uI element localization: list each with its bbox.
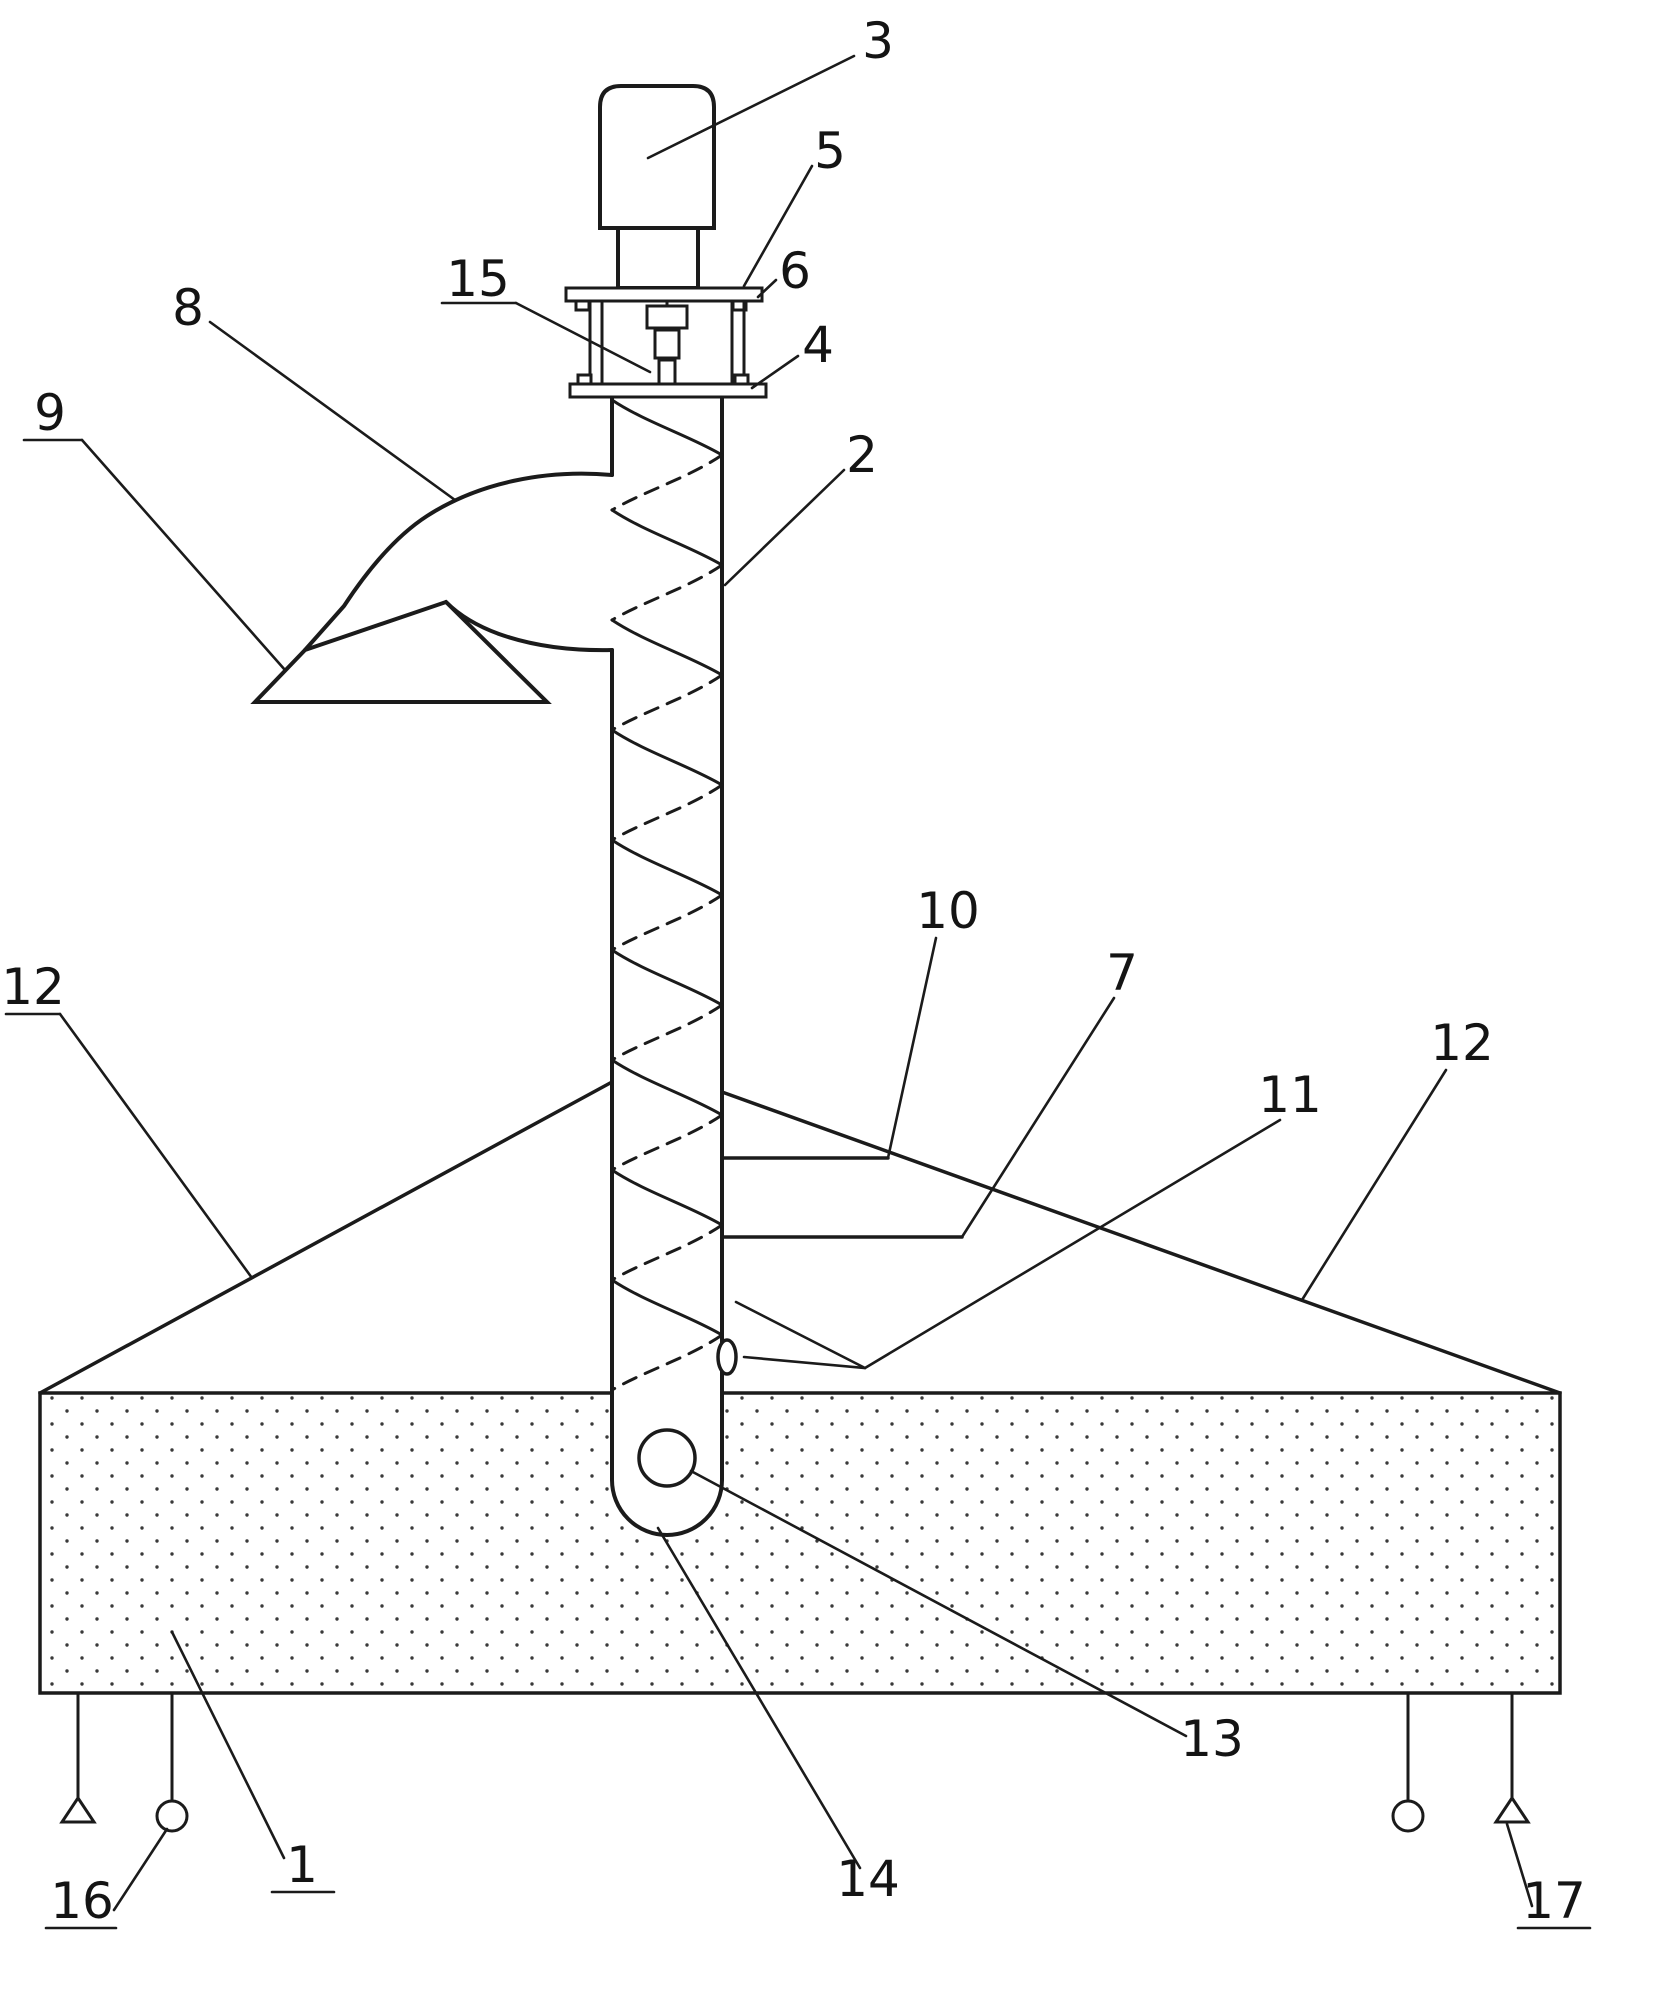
leader-line-15 — [514, 301, 652, 374]
part-label-3: 3 — [862, 12, 894, 70]
part-label-15: 15 — [446, 250, 510, 308]
ground-triangle-icon — [59, 1795, 97, 1824]
outlet-circle — [637, 1428, 697, 1488]
tube-bottom-cap — [610, 1478, 724, 1537]
leader-lines — [58, 54, 1534, 1912]
leader-line-12-left — [58, 1012, 254, 1280]
flange-bolt — [574, 299, 591, 312]
nozzle-ellipse — [716, 1338, 738, 1376]
part-label-8: 8 — [172, 279, 204, 337]
leader-line-12-right — [1300, 1068, 1448, 1302]
ground-triangle-icon — [1493, 1795, 1531, 1824]
leader-line-10 — [886, 936, 938, 1160]
leader-line-7 — [960, 996, 1116, 1239]
part-label-1: 1 — [286, 1836, 318, 1894]
part-label-9: 9 — [34, 384, 66, 442]
motor-assembly — [598, 84, 716, 290]
coupling-middle — [653, 328, 681, 360]
leader-line-2 — [723, 468, 846, 587]
leader-line-14 — [656, 1526, 862, 1870]
part-label-14: 14 — [836, 1850, 900, 1908]
caster-circle — [155, 1799, 189, 1833]
top-flange-plate — [564, 286, 764, 303]
mounting-assembly — [564, 286, 768, 399]
leader-line-13 — [689, 1469, 1188, 1738]
legs — [59, 1691, 1531, 1833]
part-label-17: 17 — [1522, 1872, 1586, 1930]
auger-spiral-front — [610, 398, 724, 1337]
part-label-12-left: 12 — [1, 958, 65, 1016]
discharge-spout — [250, 599, 552, 704]
auger-spiral-back — [610, 453, 724, 1392]
motor-neck — [616, 226, 700, 290]
leader-line-3 — [646, 54, 856, 160]
leader-line-17 — [1505, 1822, 1534, 1908]
auger-spiral — [610, 398, 724, 1392]
leader-line-5 — [742, 164, 814, 288]
bottom-flange-plate — [568, 382, 768, 399]
part-label-13: 13 — [1180, 1710, 1244, 1768]
base-tank — [38, 1391, 1562, 1695]
part-label-11: 11 — [1258, 1066, 1322, 1124]
leader-line-16 — [112, 1827, 169, 1912]
discharge-pipe-outer-edge — [303, 471, 614, 652]
part-label-2: 2 — [846, 426, 878, 484]
part-label-5: 5 — [814, 122, 846, 180]
part-label-10: 10 — [916, 882, 980, 940]
hopper-left-slope — [38, 1080, 614, 1395]
leader-line-11-fork — [734, 1300, 867, 1370]
part-label-12-right: 12 — [1430, 1014, 1494, 1072]
leader-line-1 — [170, 1630, 286, 1860]
coupling-upper — [645, 304, 689, 330]
leader-line-9 — [80, 438, 287, 672]
hopper-right-slope — [720, 1090, 1562, 1395]
part-label-16: 16 — [50, 1872, 114, 1930]
motor-body — [598, 84, 716, 230]
leader-line-6 — [756, 278, 778, 299]
caster-circle — [1391, 1799, 1425, 1833]
leader-line-8 — [208, 320, 457, 502]
conveyor-tube — [610, 395, 724, 1537]
label-underlines — [4, 301, 1592, 1930]
part-label-4: 4 — [802, 316, 834, 374]
part-labels: 3 5 6 15 4 8 9 2 10 7 11 12 12 13 14 1 1… — [1, 12, 1586, 1930]
part-label-7: 7 — [1106, 944, 1138, 1002]
part-label-6: 6 — [779, 242, 811, 300]
discharge-pipe — [250, 471, 614, 704]
leader-line-4 — [750, 354, 800, 390]
coupling-lower — [657, 358, 677, 386]
